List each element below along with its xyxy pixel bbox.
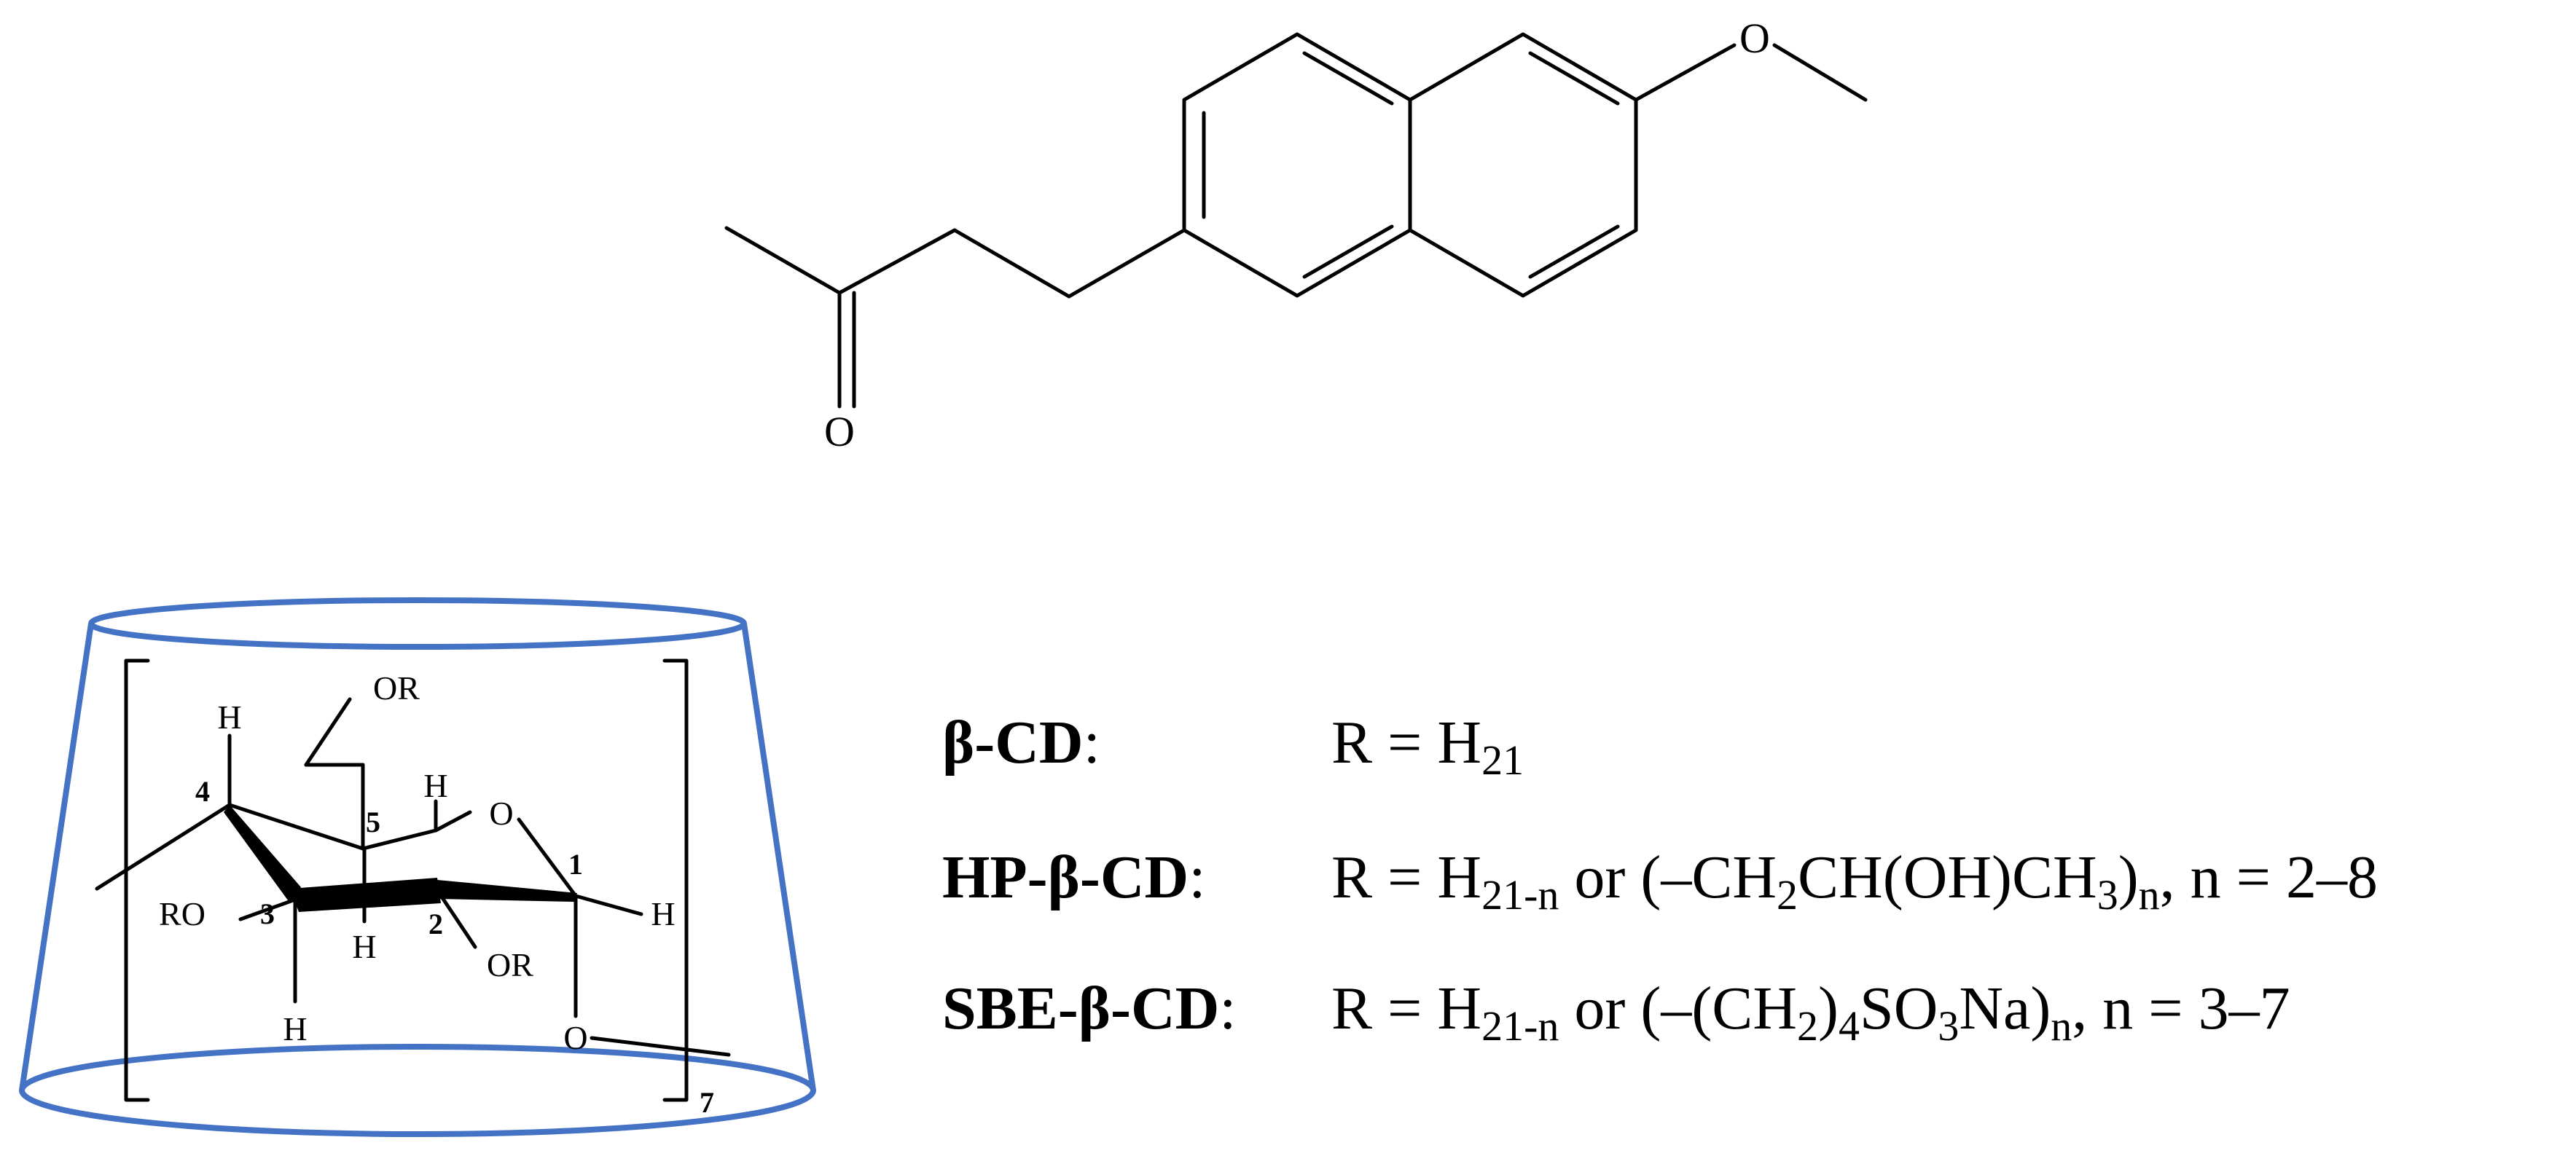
naphthalene-right-ring <box>1408 32 1638 298</box>
nabumetone-structure: O O <box>724 15 1868 455</box>
bond-c2-or <box>436 890 477 949</box>
legend-row-sbe-beta-cd: SBE-β-CD: R = H21-n or (–(CH2)4SO3Na)n, n… <box>942 975 2290 1050</box>
legend-formula: R = H <box>1331 975 1481 1042</box>
legend-formula: ) <box>1818 975 1839 1042</box>
legend-formula: SO <box>1860 975 1938 1042</box>
cup-top-rim <box>88 597 747 650</box>
carbon-number-2: 2 <box>428 908 443 940</box>
legend-subscript: 2 <box>1797 1002 1818 1050</box>
bond-to-ring-o <box>434 810 472 833</box>
bond-chain-1 <box>837 228 957 295</box>
bond-o-methyl <box>1772 43 1868 102</box>
cyclodextrin-cup <box>19 597 816 1137</box>
legend-formula: ) <box>2118 843 2139 911</box>
label-ro-left: RO <box>159 895 205 932</box>
cup-bottom-rim <box>19 1044 816 1137</box>
wedge-c4-c3 <box>224 805 301 903</box>
label-h-right: H <box>651 895 675 932</box>
legend-formula: , n = 3–7 <box>2072 975 2290 1042</box>
bond-glycosidic-right <box>590 1036 731 1057</box>
legend-formula: R = H <box>1331 843 1481 911</box>
cup-left-wall <box>19 623 94 1091</box>
ether-oxygen-label: O <box>1739 15 1770 62</box>
bond-aryl-o <box>1634 43 1737 102</box>
cup-right-wall <box>741 623 816 1091</box>
bond-glycosidic-left <box>95 803 232 891</box>
legend-row-beta-cd: β-CD: R = H21 <box>942 709 1524 784</box>
label-h-top: H <box>217 699 241 736</box>
legend-subscript: 21-n <box>1481 1002 1559 1050</box>
legend-subscript: 2 <box>1777 871 1798 919</box>
bond-methyl <box>724 226 842 295</box>
bond-right-inner-1 <box>1528 51 1620 106</box>
bond-chain-3 <box>1067 228 1186 299</box>
bond-right-inner-2 <box>1528 224 1620 279</box>
bond-left-inner-3 <box>1302 224 1394 279</box>
legend-formula: , n = 2–8 <box>2160 843 2378 911</box>
left-bracket <box>124 658 150 1102</box>
legend-colon: : <box>1084 709 1100 776</box>
legend-formula: Na) <box>1959 975 2051 1042</box>
legend-formula: or (–CH <box>1559 843 1777 911</box>
legend-subscript: 3 <box>1938 1002 1959 1050</box>
legend-formula: R = H <box>1331 709 1481 776</box>
label-h-ring: H <box>423 767 447 804</box>
repeat-subscript: 7 <box>700 1086 714 1119</box>
carbon-number-5: 5 <box>366 806 380 838</box>
bond-chain-2 <box>952 228 1071 299</box>
bond-left-inner-2 <box>1302 51 1394 106</box>
legend-formula: or (–(CH <box>1559 975 1797 1042</box>
carbon-number-3: 3 <box>260 897 275 930</box>
legend-subscript: 21 <box>1481 736 1524 784</box>
glucose-unit: OR H H O H RO H OR H O 1 2 3 4 5 7 <box>95 658 731 1119</box>
legend-name: SBE-β-CD <box>942 975 1219 1042</box>
wedge-c2-c1 <box>437 880 577 902</box>
label-or-mid: OR <box>487 946 533 983</box>
bond-c3-ro <box>238 897 297 921</box>
bond-o-c1 <box>517 817 578 898</box>
bond-c4-c5 <box>227 803 365 851</box>
label-h-bottom: H <box>283 1010 307 1047</box>
legend-colon: : <box>1189 843 1205 911</box>
legend-name: HP-β-CD <box>942 843 1189 911</box>
label-ring-o: O <box>489 795 513 832</box>
label-bridge-o: O <box>563 1019 587 1056</box>
label-h-mid: H <box>352 928 376 965</box>
legend-subscript: 3 <box>2097 871 2118 919</box>
legend-name: β-CD <box>942 709 1084 776</box>
legend-subscript: n <box>2051 1002 2072 1050</box>
legend-formula: CH(OH)CH <box>1798 843 2097 911</box>
right-bracket <box>662 658 689 1102</box>
bond-c1-h <box>573 894 643 916</box>
legend-colon: : <box>1219 975 1236 1042</box>
legend-row-hp-beta-cd: HP-β-CD: R = H21-n or (–CH2CH(OH)CH3)n, n… <box>942 843 2378 919</box>
legend-subscript: 4 <box>1839 1002 1860 1050</box>
carbon-number-4: 4 <box>195 775 210 808</box>
bond-c5-ring <box>361 828 438 851</box>
legend-subscript: 21-n <box>1481 871 1559 919</box>
bond-c6-or <box>304 697 352 767</box>
ketone-oxygen-label: O <box>824 408 855 455</box>
legend-subscript: n <box>2139 871 2160 919</box>
cd-legend: β-CD:R = H21 HP-β-CD:R = H21-n or (–CH2C… <box>942 709 2378 1050</box>
naphthalene-left-ring <box>1182 32 1412 298</box>
label-or-top: OR <box>373 669 420 707</box>
carbon-number-1: 1 <box>568 848 583 881</box>
